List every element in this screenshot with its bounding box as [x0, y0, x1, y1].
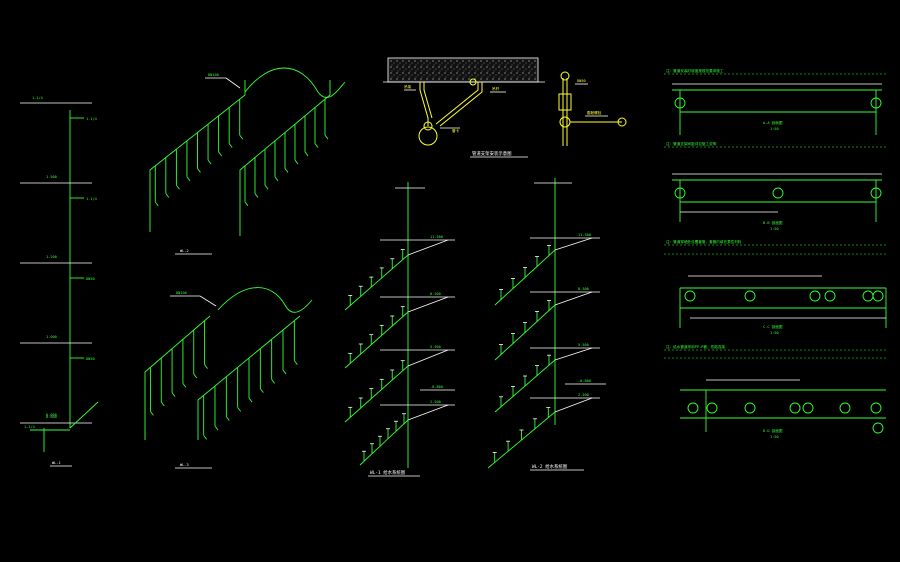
wl1-elev-5: -0.800 [430, 385, 443, 389]
iso-bottom-drop [225, 416, 230, 421]
note-1: 注：管道安装时坡度按规范要求施工 [666, 68, 724, 73]
note-4: 注：给水管道采用PP-R管，热熔连接 [666, 344, 725, 349]
riser-wl1: 11.500 8.500 5.500 2.500 -0.800 WL-1 给水系… [344, 182, 455, 477]
detail-4-caption: D-D 剖面图 [763, 428, 783, 433]
isometric-bottom: DN100 WL-3 [144, 287, 313, 469]
right-notes: 注：管道安装时坡度按规范要求施工 A-A 剖面图 1:50 注：管道支架间距详见… [664, 68, 888, 439]
left-riser-caption: WL-1 [52, 461, 61, 465]
iso-top-drop [186, 176, 191, 182]
support-label-2: 管卡 [452, 128, 460, 133]
iso-bottom-drop [204, 364, 208, 369]
detail-3-sub: 1:50 [770, 331, 779, 335]
note-3: 注：管道穿墙处设置套管，套管内填充柔性材料 [666, 239, 742, 244]
wl1-elev-1: 11.500 [430, 235, 443, 239]
support-label-5: DN50 [577, 79, 586, 83]
iso-top-drop [294, 159, 299, 165]
detail-2-caption: B-B 剖面图 [763, 220, 783, 225]
wl2-elev-1: 11.500 [578, 233, 591, 237]
left-riser-elev-3: 1.000 [46, 335, 57, 339]
left-riser-note-1: 1-1/4 [86, 117, 97, 121]
note-2: 注：管道支架间距详见施工说明 [666, 141, 717, 146]
iso-bottom-drop [171, 392, 176, 397]
iso-top-drop [154, 201, 159, 207]
left-riser-top-label: 1-1/4 [32, 96, 43, 100]
wl2-caption: WL-2 给水系统图 [532, 463, 568, 470]
detail-3-caption: C-C 剖面图 [763, 324, 783, 329]
left-riser-note-4: DN50 [86, 357, 95, 361]
support-label-3: 吊杆 [492, 86, 500, 91]
left-riser-note-3: DN50 [86, 277, 95, 281]
left-riser-elev-2: 1.200 [46, 255, 57, 259]
iso-bottom-drop [160, 401, 165, 407]
iso-top-drop [274, 176, 279, 182]
iso-bottom-drop [150, 411, 154, 416]
iso-bottom-drop [193, 373, 198, 379]
iso-bottom-note: DN100 [176, 291, 187, 295]
left-riser-bottom-elev: 0.000 [46, 413, 57, 417]
detail-1-caption: A-A 剖面图 [763, 120, 783, 125]
wl1-elev-3: 5.500 [430, 345, 441, 349]
iso-top-drop [228, 143, 233, 148]
wl2-elev-4: 2.500 [578, 393, 589, 397]
iso-bottom-drop [259, 388, 264, 393]
iso-top-drop [239, 134, 244, 140]
branch-layer [149, 99, 551, 463]
iso-bottom-drop [282, 369, 287, 375]
iso-bottom-drop [214, 425, 219, 431]
iso-bottom-drop [182, 383, 187, 388]
iso-top-drop [254, 193, 259, 198]
iso-top-note: DN100 [208, 73, 219, 77]
iso-top-drop [324, 134, 329, 140]
iso-top-drop [176, 184, 180, 190]
support-detail: 吊架 管卡 吊杆 膨胀螺栓 DN50 管道支架安装示意图 [383, 57, 627, 158]
detail-4-sub: 1:50 [770, 435, 779, 439]
isometric-top: DN100 WL-2 [149, 67, 346, 255]
left-riser-bottom-label: 1-1/4 [24, 425, 35, 429]
iso-bottom-drop [248, 397, 253, 403]
detail-2-sub: 1:50 [770, 227, 779, 231]
iso-top-drop [284, 168, 289, 173]
left-riser-elev-4: 0.800 [46, 415, 57, 419]
iso-top-drop [264, 184, 269, 190]
support-detail-caption: 管道支架安装示意图 [472, 150, 512, 157]
iso-top-drop [197, 168, 201, 173]
left-riser-elev-1: 1.500 [46, 175, 57, 179]
wl1-caption: WL-1 给水系统图 [370, 469, 406, 476]
support-label-1: 吊架 [404, 84, 412, 89]
iso-top-caption: WL-2 [180, 249, 189, 253]
wl2-elev-3: 5.500 [578, 343, 589, 347]
detail-1-sub: 1:50 [770, 127, 779, 131]
support-label-4: 膨胀螺栓 [587, 110, 602, 115]
left-riser: 1-1/4 1.500 1-1/4 1.200 1-1/4 1.000 DN50… [20, 96, 99, 467]
iso-top-drop [244, 201, 249, 207]
iso-bottom-drop [293, 360, 298, 365]
left-riser-note-2: 1-1/4 [86, 197, 97, 201]
iso-top-drop [165, 193, 170, 198]
iso-bottom-drop [237, 407, 242, 412]
iso-top-drop [304, 151, 309, 157]
iso-bottom-caption: WL-3 [180, 463, 189, 467]
iso-top-drop [207, 159, 212, 165]
wl1-elev-2: 8.500 [430, 292, 441, 296]
iso-bottom-drop [271, 379, 276, 384]
wl2-elev-2: 8.500 [578, 287, 589, 291]
iso-top-drop [218, 151, 222, 157]
wl1-elev-4: 2.500 [430, 400, 441, 404]
riser-wl2: 11.500 8.500 5.500 2.500 -0.800 WL-2 给水系… [487, 178, 606, 471]
iso-top-drop [314, 143, 319, 148]
wl2-elev-5: -0.800 [578, 379, 591, 383]
iso-bottom-drop [203, 435, 208, 440]
